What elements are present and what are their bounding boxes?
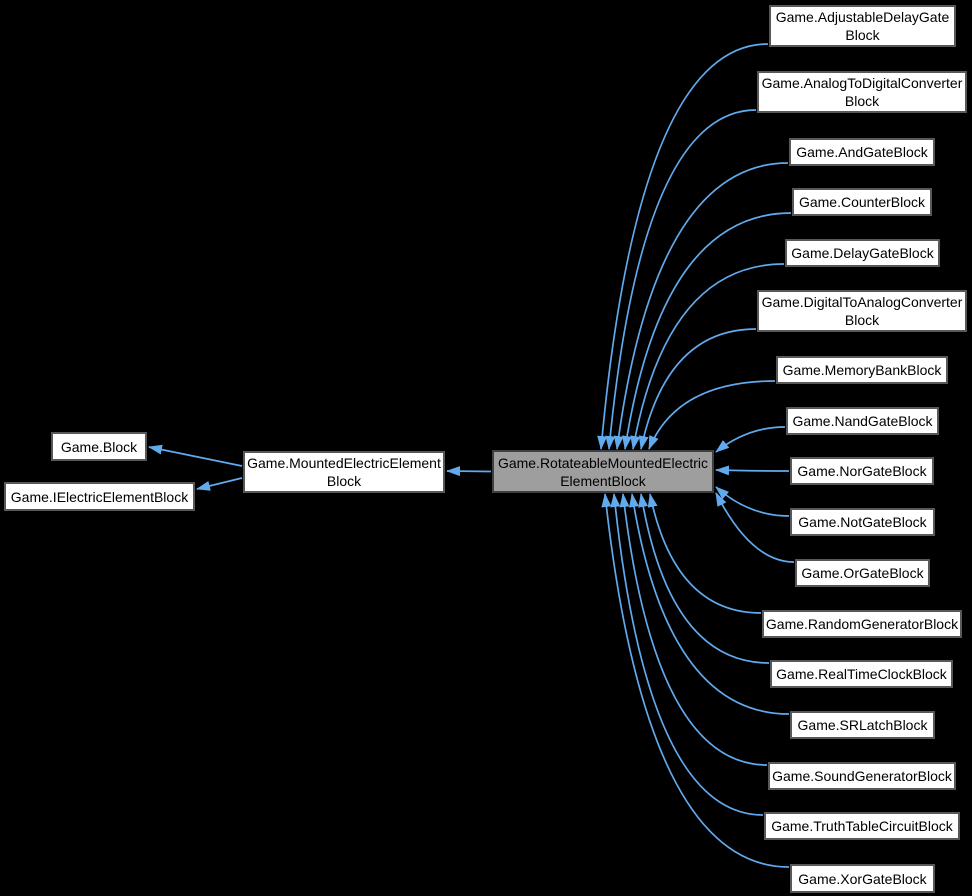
inheritance-edge-or-rotateable [715, 492, 795, 563]
class-label-line: Game.NotGateBlock [798, 514, 927, 530]
class-label-line: Game.RandomGeneratorBlock [765, 616, 959, 632]
node-random[interactable]: Game.RandomGeneratorBlock [762, 610, 962, 638]
inheritance-edge-a2d-rotateable [605, 109, 757, 450]
inheritance-edge-d2a-rotateable [638, 328, 757, 450]
class-label-line: Game.Block [60, 438, 138, 455]
class-label-line: Game.AnalogToDigitalConverter [761, 75, 963, 91]
class-label-line: Game.XorGateBlock [798, 870, 927, 887]
inheritance-edge-srlatch-rotateable [629, 493, 790, 715]
node-ielectric[interactable]: Game.IElectricElementBlock [4, 482, 195, 511]
node-counter[interactable]: Game.CounterBlock [792, 188, 932, 216]
node-and[interactable]: Game.AndGateBlock [789, 138, 935, 166]
node-nand[interactable]: Game.NandGateBlock [786, 407, 939, 435]
class-label-line: Game.CounterBlock [798, 194, 926, 210]
inheritance-edge-mounted-block [148, 444, 243, 467]
class-label-line: Game.NandGateBlock [792, 413, 933, 429]
inheritance-edge-rotateable-mounted [446, 466, 492, 477]
inheritance-edge-xor-rotateable [601, 493, 790, 868]
class-label-line: Block [326, 473, 362, 489]
class-label-line: Game.SRLatchBlock [797, 717, 928, 733]
class-label-line: Game.DelayGateBlock [791, 245, 934, 261]
node-delay[interactable]: Game.DelayGateBlock [785, 239, 940, 267]
node-block[interactable]: Game.Block [51, 432, 147, 461]
class-label-line: Game.AndGateBlock [796, 144, 928, 160]
node-xor[interactable]: Game.XorGateBlock [790, 864, 935, 893]
node-memory[interactable]: Game.MemoryBankBlock [776, 356, 948, 384]
inheritance-edge-random-rotateable [647, 493, 762, 614]
inheritance-edge-counter-rotateable [622, 212, 792, 450]
class-label-line: Game.SoundGeneratorBlock [772, 768, 952, 784]
class-label-line: Game.DigitalToAnalogConverter [761, 294, 963, 310]
class-label-line: Game.OrGateBlock [801, 565, 924, 581]
inheritance-edge-delay-rotateable [630, 263, 785, 450]
class-label-line: Game.AdjustableDelayGate [775, 9, 950, 25]
node-or[interactable]: Game.OrGateBlock [795, 559, 930, 587]
inheritance-edge-nand-rotateable [715, 426, 786, 453]
inheritance-edge-memory-rotateable [648, 380, 776, 450]
class-label-line: Block [845, 27, 880, 43]
node-not[interactable]: Game.NotGateBlock [790, 508, 935, 536]
node-realtime[interactable]: Game.RealTimeClockBlock [770, 660, 953, 688]
inheritance-edge-nor-rotateable [715, 465, 790, 476]
node-sound[interactable]: Game.SoundGeneratorBlock [768, 762, 956, 790]
node-truthtable[interactable]: Game.TruthTableCircuitBlock [764, 812, 960, 840]
class-label-line: Game.MountedElectricElement [247, 455, 441, 471]
class-label-line: Block [844, 93, 880, 109]
inheritance-edge-truthtable-rotateable [610, 493, 764, 816]
node-srlatch[interactable]: Game.SRLatchBlock [790, 711, 935, 739]
inheritance-edge-sound-rotateable [619, 493, 768, 766]
inheritance-edge-and-rotateable [613, 162, 789, 450]
class-label-line: ElementBlock [560, 472, 646, 489]
class-label-line: Game.RotateableMountedElectric [497, 454, 709, 471]
inheritance-edge-adjustable-rotateable [597, 43, 769, 450]
inheritance-edge-mounted-ielectric [196, 477, 243, 491]
class-label-line: Game.MemoryBankBlock [782, 362, 942, 378]
class-label-line: Game.IElectricElementBlock [10, 488, 189, 505]
class-label-line: Game.RealTimeClockBlock [776, 666, 947, 682]
inheritance-edge-realtime-rotateable [638, 493, 770, 664]
class-label-line: Block [844, 312, 880, 328]
class-label-line: Game.TruthTableCircuitBlock [771, 818, 953, 834]
node-nor[interactable]: Game.NorGateBlock [790, 457, 934, 485]
class-label-line: Game.NorGateBlock [797, 463, 927, 479]
